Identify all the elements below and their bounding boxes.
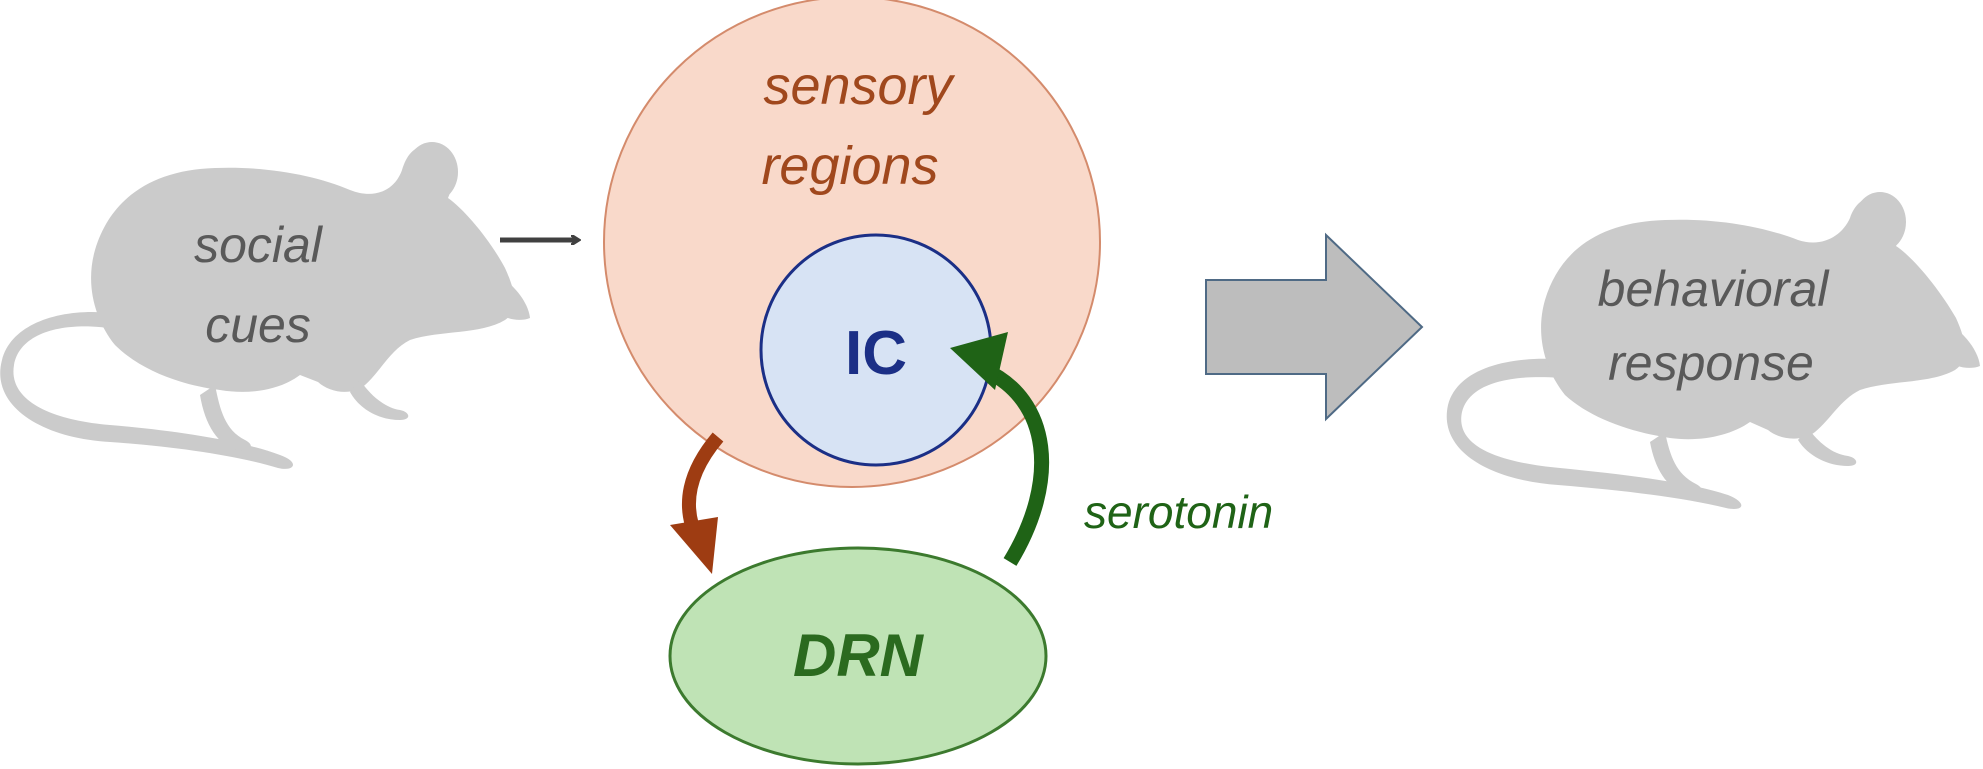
social-cues-line2: cues: [205, 297, 311, 353]
right-mouse-body: [1541, 196, 1965, 440]
output-block-arrow: [1205, 232, 1424, 422]
left-mouse-hind-paw: [200, 385, 251, 451]
left-mouse-silhouette: [0, 142, 530, 469]
ic-label: IC: [845, 319, 907, 388]
left-mouse-front-paw: [350, 380, 409, 420]
right-mouse-tail: [1446, 358, 1742, 509]
sensory-regions-line2: regions: [761, 136, 938, 196]
serotonin-label: serotonin: [1084, 486, 1273, 538]
behavioral-response-line1: behavioral: [1598, 261, 1831, 317]
drn-label: DRN: [793, 622, 925, 689]
drn-node: [668, 546, 1048, 766]
left-mouse-ear: [406, 142, 458, 202]
right-mouse-snout: [1940, 318, 1980, 368]
sensory-to-drn-arrowhead: [670, 517, 718, 574]
left-mouse-body: [91, 146, 515, 392]
sensory-regions-line1: sensory: [763, 56, 955, 116]
social-cues-line1: social: [194, 217, 324, 273]
serotonin-arrow: [981, 363, 1050, 566]
behavioral-response-line2: response: [1608, 335, 1814, 391]
right-mouse-hind-paw: [1650, 432, 1702, 495]
serotonin-arrowhead: [950, 332, 1008, 390]
right-mouse-ear: [1854, 192, 1906, 252]
right-mouse-silhouette: [1446, 192, 1980, 509]
right-mouse-front-paw: [1798, 428, 1857, 466]
left-mouse-snout: [490, 270, 530, 320]
left-mouse-tail: [0, 312, 293, 469]
